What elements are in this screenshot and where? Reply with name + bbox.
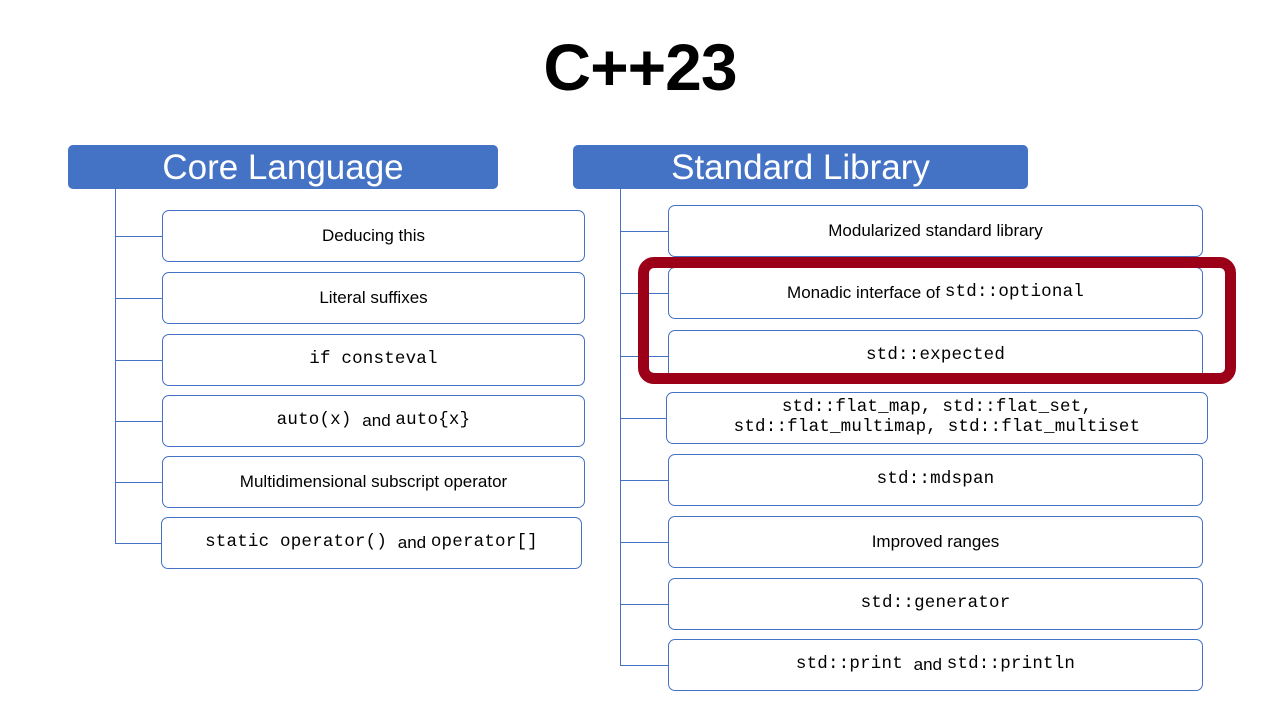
item-std-mdspan[interactable]: std::mdspan [668, 454, 1203, 506]
item-label-part: and [397, 533, 431, 553]
item-label-part: std::optional [944, 282, 1084, 303]
connector-branch-std-3 [620, 356, 668, 357]
item-std-print-println[interactable]: std::print and std::println [668, 639, 1203, 691]
item-deducing-this[interactable]: Deducing this [162, 210, 585, 262]
item-multidimensional-subscript-operator[interactable]: Multidimensional subscript operator [162, 456, 585, 508]
item-static-operator[interactable]: static operator() and operator[] [161, 517, 582, 569]
connector-branch-core-4 [115, 421, 162, 422]
connector-branch-core-3 [115, 360, 162, 361]
page-title: C++23 [543, 30, 737, 104]
item-label-part: and [362, 411, 396, 431]
item-label-part: std::println [946, 654, 1076, 675]
item-monadic-interface-optional[interactable]: Monadic interface of std::optional [668, 267, 1203, 319]
connector-branch-core-5 [115, 482, 162, 483]
item-improved-ranges[interactable]: Improved ranges [668, 516, 1203, 568]
item-label: Modularized standard library [828, 221, 1043, 241]
item-label: std::mdspan [876, 469, 995, 490]
connector-branch-std-5 [620, 480, 668, 481]
item-label-part: auto{x} [395, 410, 471, 431]
item-literal-suffixes[interactable]: Literal suffixes [162, 272, 585, 324]
item-flat-containers[interactable]: std::flat_map, std::flat_set, std::flat_… [666, 392, 1208, 444]
item-label: std::expected [865, 345, 1006, 366]
item-label: Literal suffixes [319, 288, 428, 308]
item-modularized-standard-library[interactable]: Modularized standard library [668, 205, 1203, 257]
connector-branch-std-7 [620, 604, 668, 605]
item-label: Deducing this [321, 226, 425, 246]
item-label-part: operator[] [430, 532, 538, 553]
connector-branch-core-6 [115, 543, 162, 544]
item-label: Multidimensional subscript operator [239, 472, 508, 492]
item-if-consteval[interactable]: if consteval [162, 334, 585, 386]
item-std-generator[interactable]: std::generator [668, 578, 1203, 630]
item-label: std::generator [860, 593, 1011, 614]
connector-branch-core-1 [115, 236, 162, 237]
item-label: std::flat_map, std::flat_set, std::flat_… [733, 397, 1141, 437]
item-std-expected[interactable]: std::expected [668, 330, 1203, 382]
item-label-part: static operator() [205, 532, 398, 553]
column-header-standard-library[interactable]: Standard Library [573, 145, 1028, 189]
connector-branch-std-8 [620, 665, 668, 666]
connector-branch-std-6 [620, 542, 668, 543]
item-auto-paren-brace[interactable]: auto(x) and auto{x} [162, 395, 585, 447]
item-label-part: auto(x) [276, 410, 363, 431]
item-label-part: Monadic interface of [787, 283, 945, 303]
connector-trunk-core-language [115, 189, 116, 543]
connector-branch-std-2 [620, 293, 668, 294]
connector-branch-std-1 [620, 231, 668, 232]
connector-trunk-standard-library [620, 189, 621, 666]
item-label-part: std::print [795, 654, 914, 675]
item-label-part: and [913, 655, 947, 675]
connector-branch-core-2 [115, 298, 162, 299]
item-label: Improved ranges [871, 532, 1000, 552]
column-header-core-language[interactable]: Core Language [68, 145, 498, 189]
connector-branch-std-4 [620, 418, 666, 419]
item-label: if consteval [309, 349, 438, 370]
